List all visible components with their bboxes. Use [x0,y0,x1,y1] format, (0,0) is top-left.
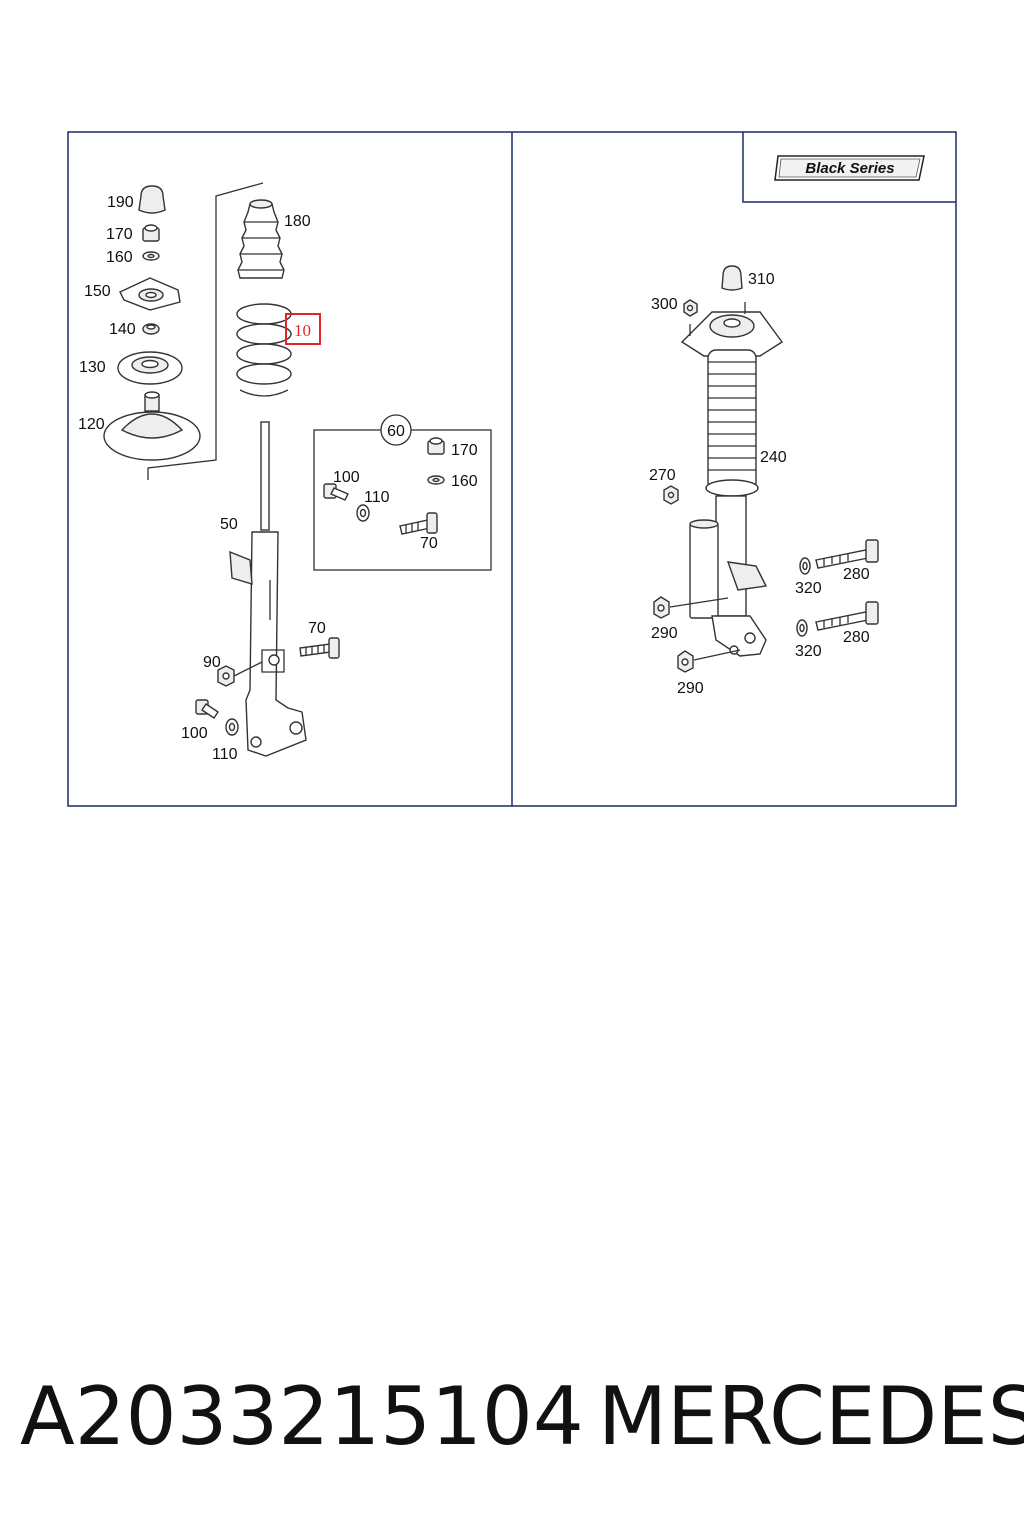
kit-callout-110: 110 [364,489,390,506]
callout-160: 160 [106,249,133,266]
bearing-plate-130 [117,351,183,385]
bolt-280-lower [815,601,879,631]
black-series-label: Black Series [805,160,894,177]
washer-160 [142,251,160,261]
callout-100: 100 [181,725,208,742]
callout-90: 90 [203,654,221,671]
callout-270: 270 [649,467,676,484]
kit-callout-70: 70 [420,535,438,552]
callout-170: 170 [106,226,133,243]
nut-300 [683,299,698,317]
callout-120: 120 [78,416,105,433]
callout-320-lower: 320 [795,643,822,660]
kit-60-label: 60 [387,423,405,440]
bushing-140 [142,323,160,335]
nut-290-lower [677,649,741,673]
brand-name: MERCEDES [598,1370,1024,1463]
bolt-100 [195,699,219,719]
kit-60-circle [380,414,412,446]
black-series-badge: Black Series [742,132,956,203]
callout-290-lower: 290 [677,680,704,697]
callout-10[interactable]: 10 [294,321,311,340]
shock-absorber-50 [229,421,307,757]
kit-bolt-70 [399,512,438,535]
kit-callout-170: 170 [451,442,478,459]
callout-280-lower: 280 [843,629,870,646]
callout-50: 50 [220,516,238,533]
nut-290-upper [653,596,729,619]
bellows-180 [237,199,285,279]
nut-270 [663,485,679,505]
callout-240: 240 [760,449,787,466]
bolt-280-upper [815,539,879,569]
kit-washer-110 [356,504,370,522]
rear-strut-mount [680,302,784,357]
washer-320-upper [799,557,811,575]
bolt-70 [299,637,340,659]
part-number: A2033215104 [20,1370,584,1463]
washer-110 [225,718,239,736]
rear-damper-body [689,495,768,657]
callout-70: 70 [308,620,326,637]
callout-130: 130 [79,359,106,376]
kit-callout-100: 100 [333,469,360,486]
callout-190: 190 [107,194,134,211]
plate-150 [119,277,181,311]
coil-spring-10 [236,303,292,397]
callout-310: 310 [748,271,775,288]
callout-180: 180 [284,213,311,230]
callout-110: 110 [212,746,238,763]
callout-300: 300 [651,296,678,313]
kit-callout-160: 160 [451,473,478,490]
callout-290-upper: 290 [651,625,678,642]
strut-mount-120 [103,391,201,461]
kit-bolt-100 [323,483,349,501]
kit-nut-170 [427,437,445,455]
callout-280-upper: 280 [843,566,870,583]
nut-170 [142,224,160,242]
callout-320-upper: 320 [795,580,822,597]
group-bracket [147,182,264,480]
highlight-box-10[interactable] [285,313,321,345]
cap-310 [721,265,743,291]
bump-cap-190 [138,185,166,214]
kit-washer-160 [427,475,445,485]
washer-320-lower [796,619,808,637]
callout-140: 140 [109,321,136,338]
nut-90 [217,661,263,687]
callout-150: 150 [84,283,111,300]
coilover-240 [705,349,759,497]
